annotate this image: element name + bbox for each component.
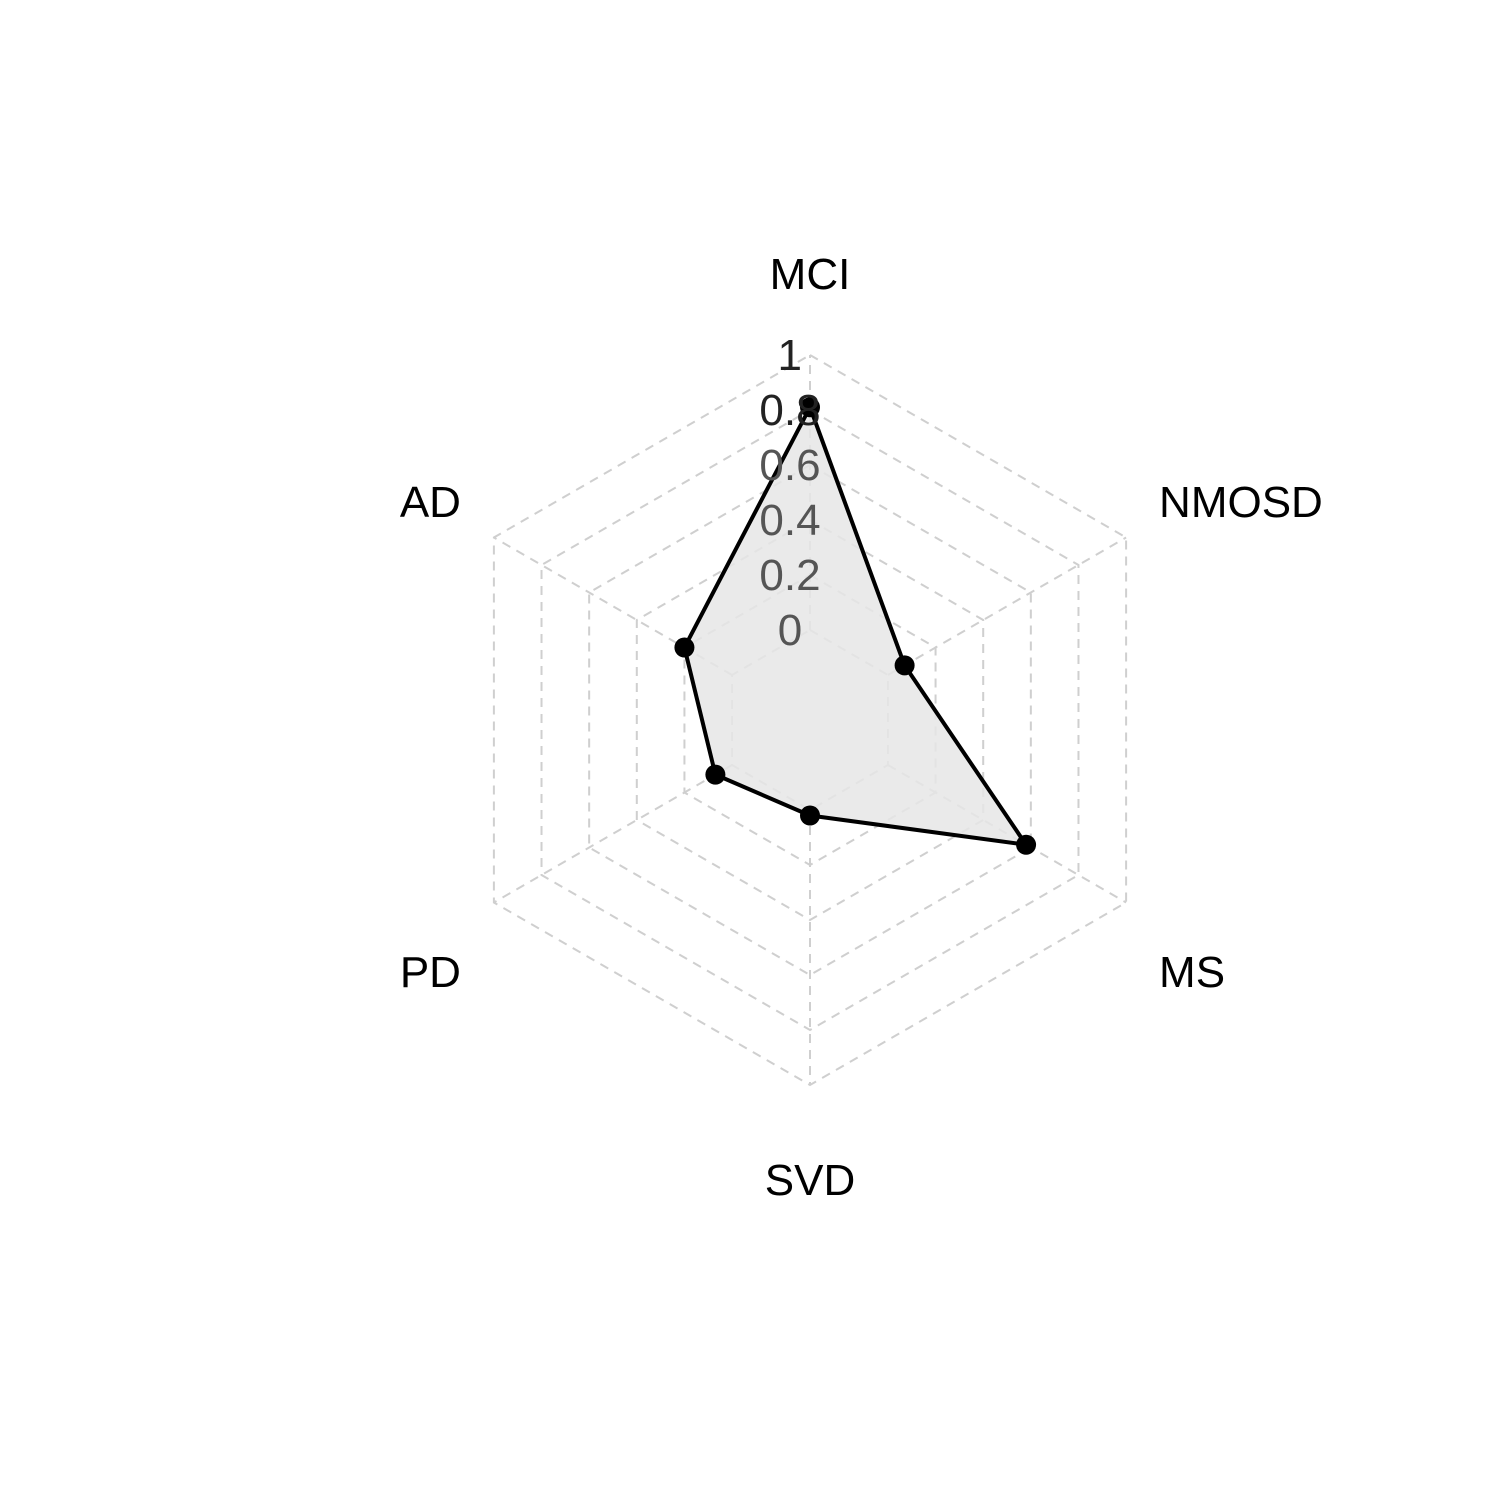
tick-label-0-4: 0.4 bbox=[759, 496, 820, 545]
radial-tick-labels: 0 0.2 0.4 0.6 0.8 1 bbox=[759, 331, 820, 655]
axis-label-pd: PD bbox=[400, 948, 461, 997]
data-point-pd bbox=[705, 764, 726, 785]
data-point-mci bbox=[800, 397, 820, 418]
data-point-ad bbox=[674, 637, 695, 658]
data-point-ms bbox=[1016, 834, 1037, 855]
axis-labels: MCI NMOSD MS SVD PD AD bbox=[400, 250, 1323, 1205]
axis-label-nmosd: NMOSD bbox=[1159, 478, 1323, 527]
tick-label-0-2: 0.2 bbox=[759, 551, 820, 600]
series-layer bbox=[674, 397, 1037, 855]
grid-ring-4 bbox=[540, 408, 1080, 1032]
grid-spoke-1 bbox=[887, 536, 1127, 676]
tick-label-0-6: 0.6 bbox=[759, 441, 820, 490]
series-area-0 bbox=[684, 407, 1027, 845]
axis-label-mci: MCI bbox=[770, 250, 851, 299]
grid-spoke-4 bbox=[493, 764, 733, 904]
data-point-svd bbox=[800, 805, 820, 826]
axis-label-ad: AD bbox=[400, 478, 461, 527]
axis-label-svd: SVD bbox=[765, 1156, 855, 1205]
grid-spoke-5 bbox=[493, 536, 733, 676]
tick-label-1: 1 bbox=[778, 331, 802, 380]
data-point-nmosd bbox=[894, 655, 915, 676]
axis-label-ms: MS bbox=[1159, 948, 1225, 997]
grid-spoke-2 bbox=[887, 764, 1127, 904]
tick-label-0-8: 0.8 bbox=[759, 386, 820, 435]
grid-ring-2 bbox=[635, 518, 985, 922]
tick-label-0: 0 bbox=[778, 606, 802, 655]
